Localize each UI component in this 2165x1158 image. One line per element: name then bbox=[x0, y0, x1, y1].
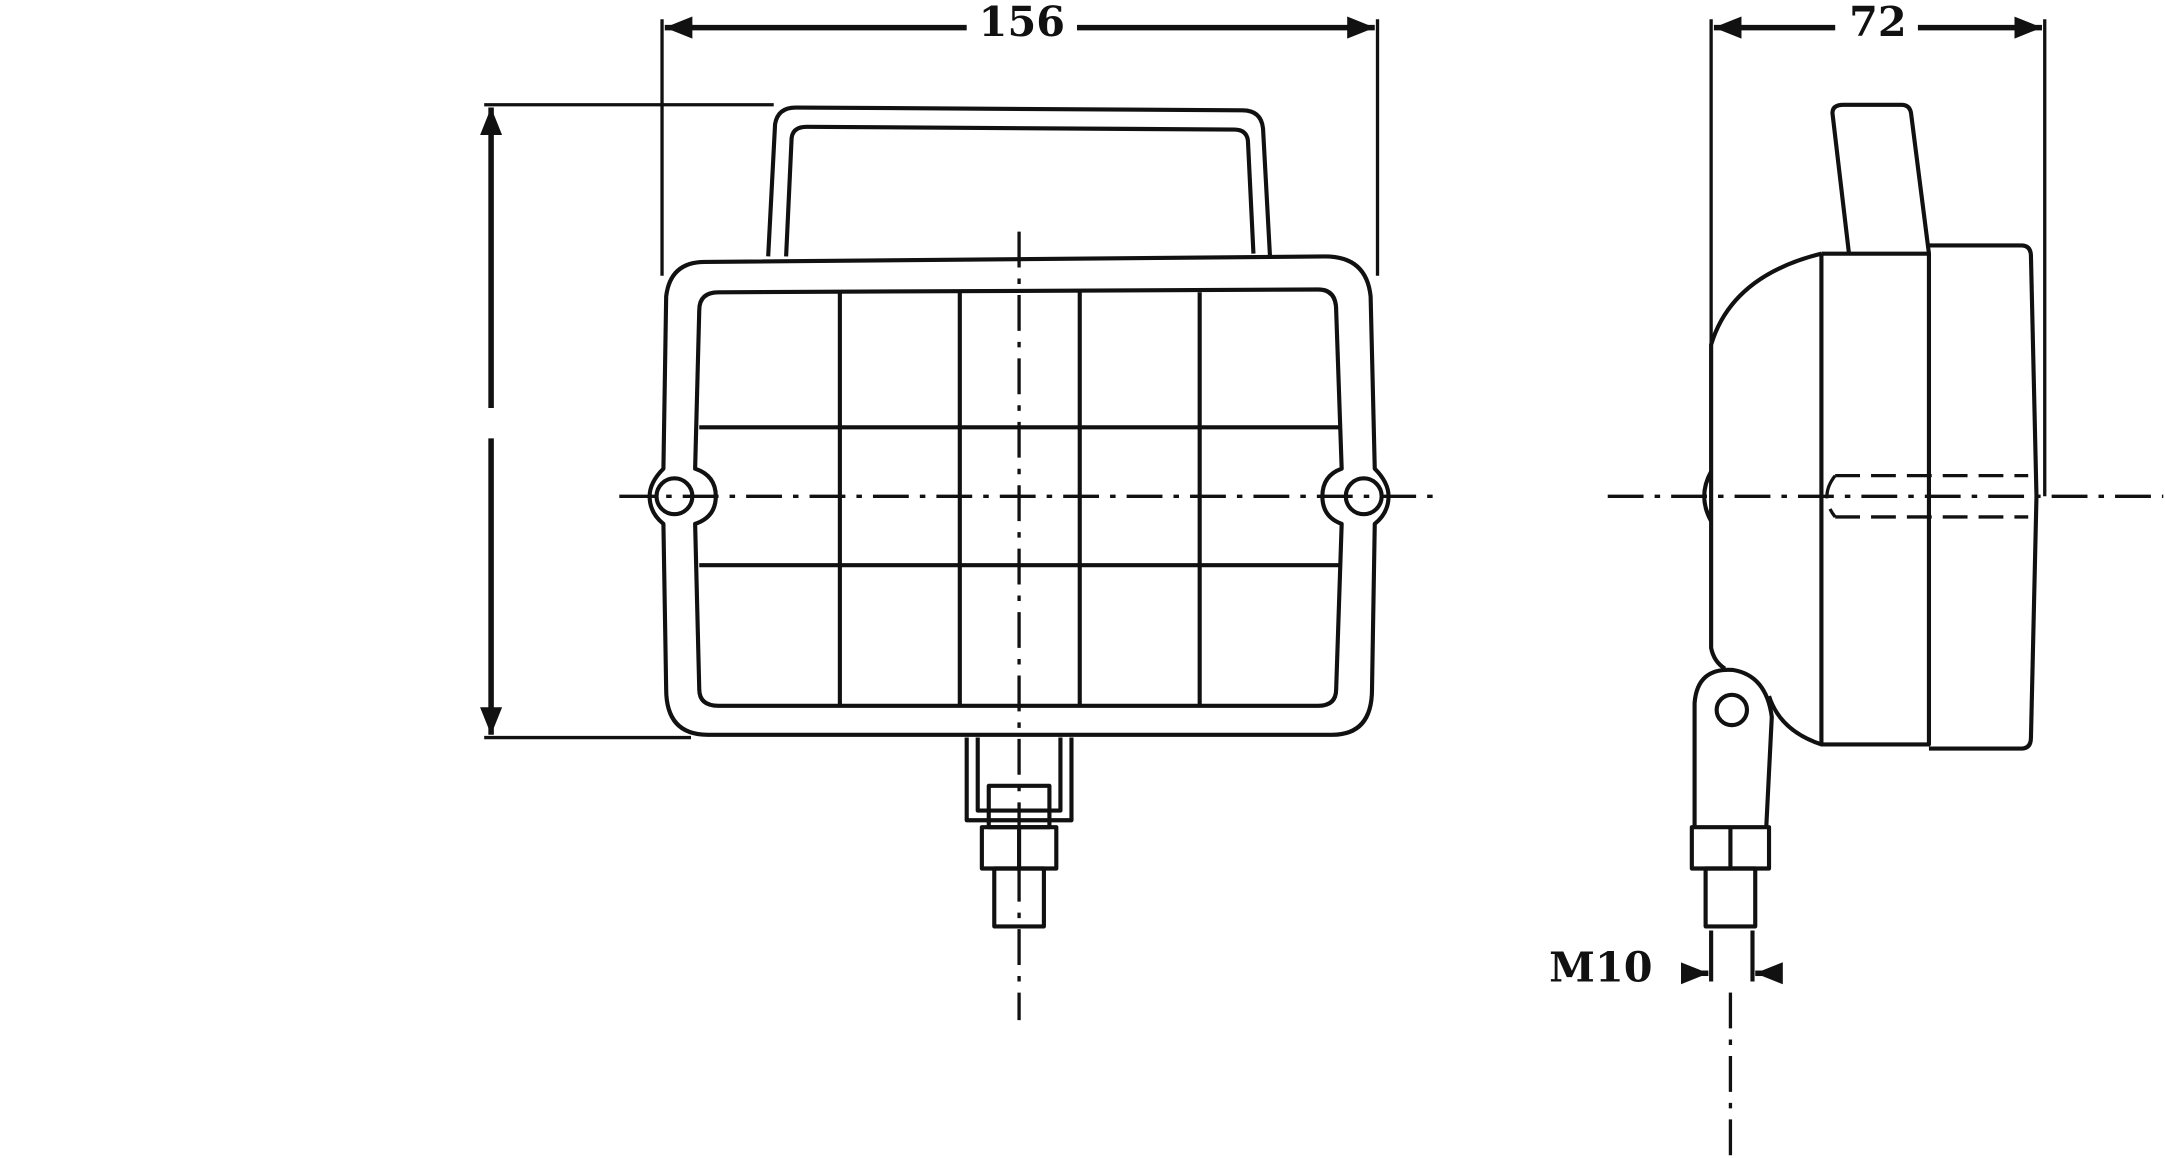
lens-frame bbox=[693, 287, 1344, 708]
lamp-housing bbox=[647, 254, 1391, 737]
side-bracket bbox=[1830, 102, 1931, 254]
thread-label: M10 bbox=[1549, 943, 1652, 992]
mounting-bracket bbox=[766, 105, 1273, 257]
height-dimension bbox=[480, 103, 774, 740]
width-label: 156 bbox=[979, 0, 1065, 46]
side-view: 72 M10 bbox=[1549, 0, 2164, 1158]
depth-dimension: 72 bbox=[1709, 0, 2047, 497]
side-housing bbox=[1709, 251, 1932, 747]
side-stud bbox=[1689, 667, 1774, 982]
front-view: 156 bbox=[480, 0, 1436, 1021]
width-dimension: 156 bbox=[660, 0, 1380, 276]
depth-label: 72 bbox=[1849, 0, 1907, 46]
